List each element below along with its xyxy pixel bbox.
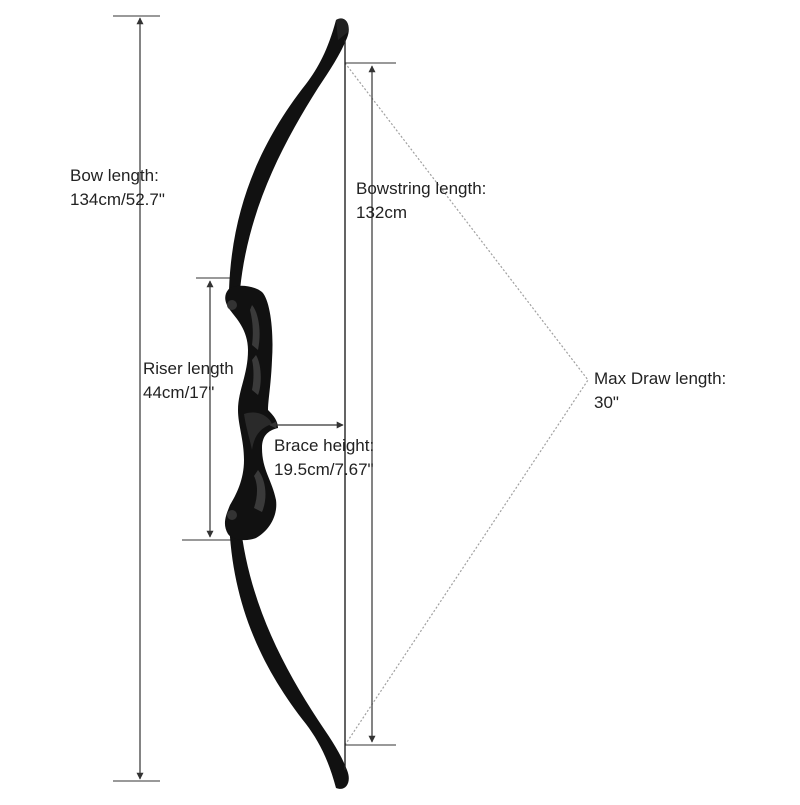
bowstring-length-label: Bowstring length: 132cm (356, 177, 486, 225)
bow-length-value: 134cm/52.7" (70, 190, 165, 209)
brace-height-value: 19.5cm/7.67" (274, 460, 374, 479)
brace-height-label: Brace height: 19.5cm/7.67" (274, 434, 374, 482)
bowstring-length-dimension (345, 62, 396, 746)
bowstring-length-title: Bowstring length: (356, 179, 487, 198)
brace-height-title: Brace height: (274, 436, 375, 455)
bow-length-label: Bow length: 134cm/52.7" (70, 164, 165, 212)
max-draw-length-title: Max Draw length: (594, 369, 727, 388)
riser-length-title: Riser length (143, 359, 234, 378)
bowstring-length-value: 132cm (356, 203, 408, 222)
draw-line-bottom (344, 379, 589, 746)
bow-length-title: Bow length: (70, 166, 159, 185)
max-draw-guide (344, 62, 589, 746)
riser-length-value: 44cm/17" (143, 383, 215, 402)
bow-length-dimension (113, 15, 160, 782)
riser-length-dimension (182, 277, 240, 541)
max-draw-length-label: Max Draw length: 30" (594, 367, 726, 415)
bow-body (224, 18, 349, 789)
max-draw-length-value: 30" (594, 393, 619, 412)
riser-length-label: Riser length 44cm/17" (143, 357, 234, 405)
draw-line-top (344, 62, 589, 381)
